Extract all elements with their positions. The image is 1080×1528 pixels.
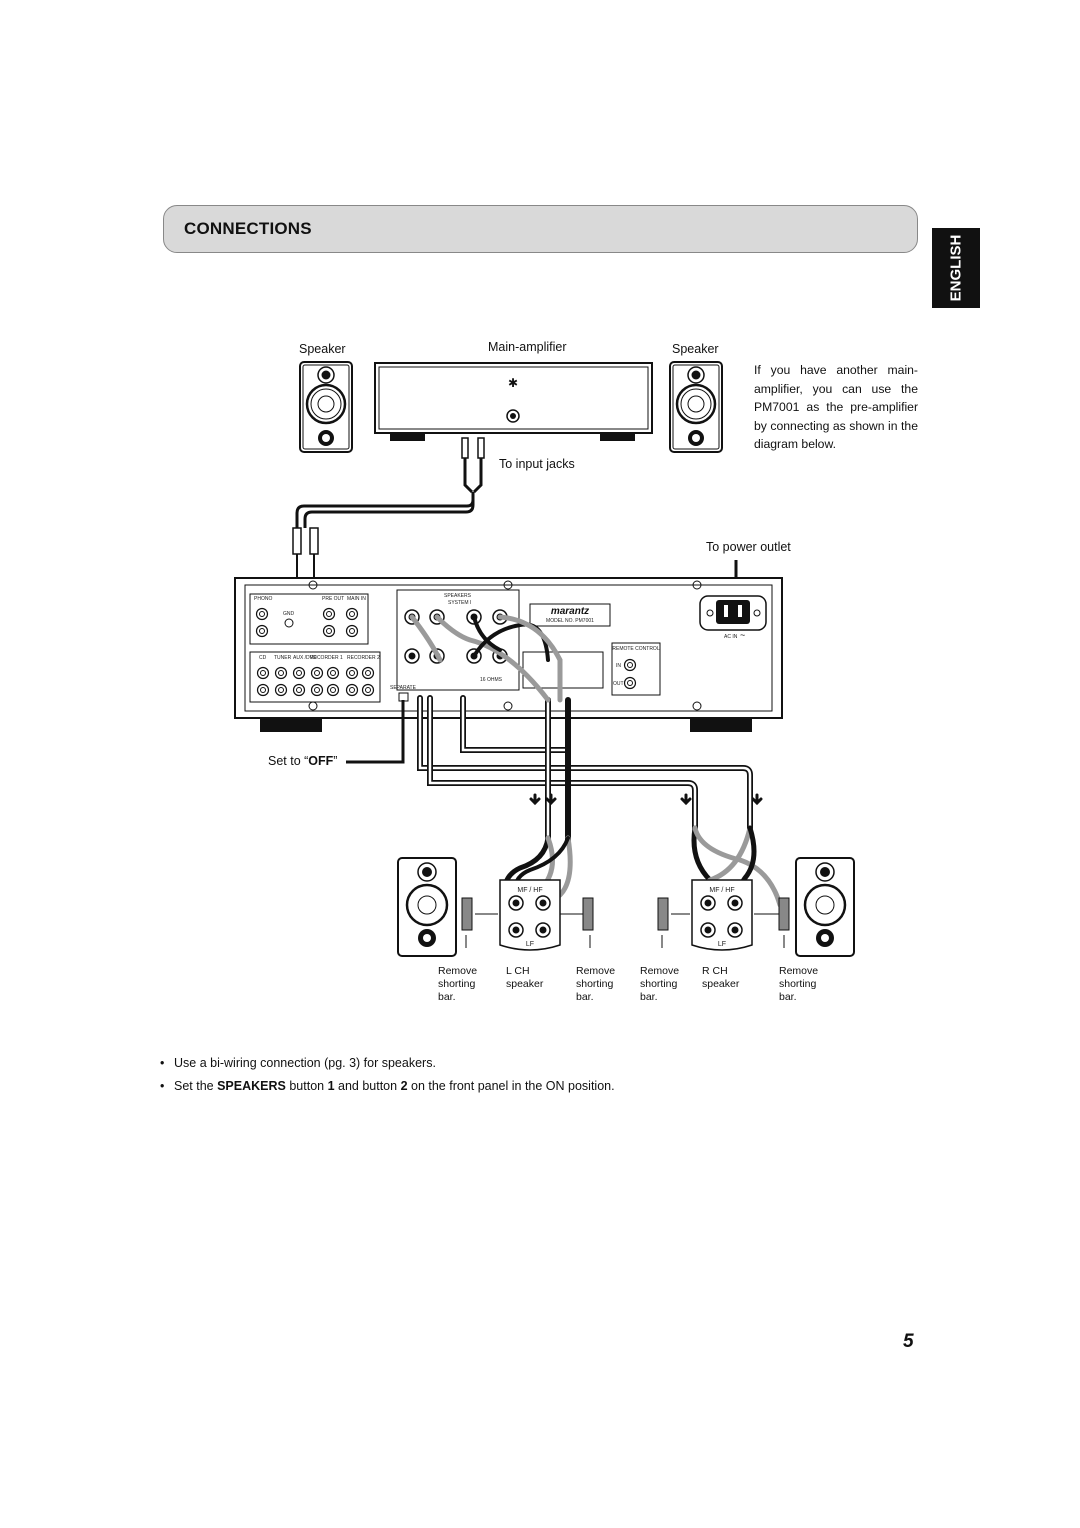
input-jacks-label: To input jacks (499, 457, 575, 471)
speaker-right-bottom (795, 857, 855, 957)
svg-text:SEPARATE: SEPARATE (390, 685, 417, 691)
terminal-plate-right: MF / HF LF (657, 879, 790, 951)
svg-text:OUT: OUT (613, 681, 624, 687)
svg-text:AUX /DVD: AUX /DVD (293, 655, 317, 661)
svg-text:SYSTEM I: SYSTEM I (448, 600, 471, 606)
language-tab: ENGLISH (932, 228, 980, 308)
svg-text:RECORDER 2: RECORDER 2 (347, 655, 380, 661)
rear-panel: PHONO GND PRE OUT MAIN IN CD TUNER AUX /… (234, 577, 783, 732)
speaker-right-label: Speaker (672, 342, 719, 356)
svg-text:GND: GND (283, 611, 295, 617)
svg-text:AC IN: AC IN (724, 634, 738, 640)
svg-text:MF / HF: MF / HF (517, 887, 542, 894)
svg-text:MAIN IN: MAIN IN (347, 596, 366, 602)
notes-list: •Use a bi-wiring connection (pg. 3) for … (160, 1056, 615, 1102)
off-switch-leader (346, 700, 405, 764)
section-header-bar: CONNECTIONS (163, 205, 918, 253)
svg-text:LF: LF (526, 941, 534, 948)
svg-text:SPEAKERS: SPEAKERS (444, 593, 472, 599)
terminal-plate-left: MF / HF LF (461, 879, 594, 951)
svg-text:LF: LF (718, 941, 726, 948)
svg-text:TUNER: TUNER (274, 655, 292, 661)
svg-text:marantz: marantz (551, 606, 589, 617)
svg-text:~: ~ (740, 630, 745, 640)
speaker-left-label: Speaker (299, 342, 346, 356)
svg-text:RECORDER 1: RECORDER 1 (310, 655, 343, 661)
speaker-left-bottom (397, 857, 457, 957)
svg-text:CD: CD (259, 655, 267, 661)
note-item: •Use a bi-wiring connection (pg. 3) for … (160, 1056, 436, 1070)
intro-paragraph: If you have another main-amplifier, you … (754, 363, 918, 451)
svg-text:✱: ✱ (508, 376, 518, 390)
page-number: 5 (903, 1331, 914, 1352)
note-item: •Set the SPEAKERS button 1 and button 2 … (160, 1079, 615, 1093)
speaker-right-top (668, 360, 724, 454)
svg-text:REMOTE CONTROL: REMOTE CONTROL (612, 646, 659, 652)
speaker-left-top (298, 360, 354, 454)
svg-text:MF / HF: MF / HF (709, 887, 734, 894)
svg-text:PHONO: PHONO (254, 596, 272, 602)
main-amplifier: ✱ (374, 362, 653, 441)
svg-text:16 OHMS: 16 OHMS (480, 677, 503, 683)
power-outlet-label: To power outlet (706, 540, 791, 554)
svg-text:IN: IN (616, 663, 621, 669)
main-amplifier-label: Main-amplifier (488, 340, 567, 354)
svg-text:PRE OUT: PRE OUT (322, 596, 344, 602)
set-off-label: Set to “OFF” (268, 754, 338, 768)
section-title: CONNECTIONS (184, 219, 312, 238)
svg-text:MODEL NO. PM7001: MODEL NO. PM7001 (546, 618, 594, 624)
